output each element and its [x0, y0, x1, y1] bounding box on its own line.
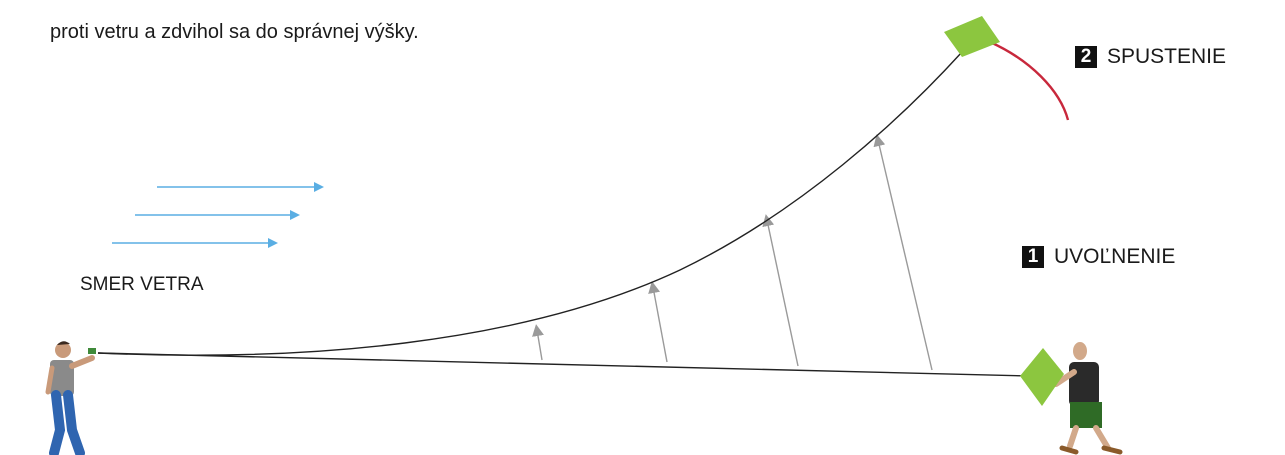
lift-arrow — [873, 134, 933, 371]
lift-arrows — [532, 134, 933, 371]
intro-text-line: proti vetru a zdvihol sa do správnej výš… — [50, 21, 419, 43]
step-release: 1 UVOĽNENIE — [1022, 245, 1175, 269]
lift-arrow — [532, 324, 544, 361]
lift-arrow — [762, 214, 799, 367]
kite-line-flying — [97, 51, 963, 356]
kite-line-released — [97, 352, 1031, 377]
flying-kite — [944, 16, 1000, 57]
step-number-badge: 1 — [1022, 246, 1044, 268]
step-label: SPUSTENIE — [1107, 45, 1227, 68]
intro-text: proti vetru a zdvihol sa do správnej výš… — [50, 0, 419, 44]
step-label: UVOĽNENIE — [1054, 245, 1176, 268]
wind-direction-label: SMER VETRA — [80, 274, 204, 295]
step-number-badge: 2 — [1075, 46, 1097, 68]
kite-tail — [989, 40, 1070, 121]
wind-arrows — [112, 182, 324, 248]
held-kite — [1020, 348, 1064, 406]
step-launch: 2 SPUSTENIE — [1075, 45, 1226, 69]
person-releaser — [1053, 342, 1123, 455]
lift-arrow — [648, 281, 668, 363]
person-flyer — [45, 341, 96, 455]
